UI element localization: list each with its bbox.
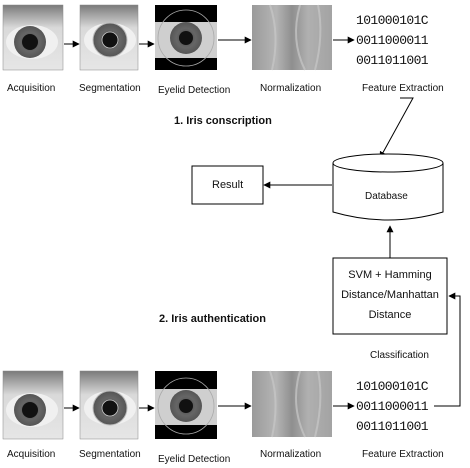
binary-line: 101000101C (356, 379, 429, 394)
database-cylinder: Database (333, 154, 443, 220)
segmentation-image-top (80, 5, 138, 70)
stage-label: Eyelid Detection (158, 454, 230, 465)
acquisition-image-top (3, 5, 63, 70)
eyelid-detection-image-top (155, 5, 217, 70)
binary-line: 0011011001 (356, 53, 429, 68)
stage-label: Normalization (260, 83, 321, 94)
stage-label: Segmentation (79, 83, 141, 94)
authentication-title: 2. Iris authentication (159, 313, 266, 325)
stage-label: Acquisition (7, 449, 55, 460)
stage-label: Feature Extraction (362, 83, 444, 94)
stage-label: Normalization (260, 449, 321, 460)
stage-label: Eyelid Detection (158, 85, 230, 96)
normalization-image-bottom (252, 371, 332, 437)
stage-label: Feature Extraction (362, 449, 444, 460)
normalization-image-top (252, 5, 332, 70)
classifier-line: Distance (369, 309, 412, 321)
classifier-box: SVM + Hamming Distance/Manhattan Distanc… (333, 258, 447, 334)
authentication-row: 101000101C 0011000011 0011011001 Acquisi… (3, 371, 444, 465)
eyelid-detection-image-bottom (155, 371, 217, 439)
binary-line: 0011011001 (356, 419, 429, 434)
result-box: Result (192, 166, 263, 204)
binary-line: 0011000011 (356, 33, 429, 48)
arrow-to-database (380, 98, 413, 158)
binary-line: 0011000011 (356, 399, 429, 414)
stage-label: Acquisition (7, 83, 55, 94)
result-label: Result (212, 179, 243, 191)
database-label: Database (365, 191, 408, 202)
segmentation-image-bottom (80, 371, 138, 439)
enrollment-row: 101000101C 0011000011 0011011001 Acquisi… (3, 5, 444, 127)
stage-label: Segmentation (79, 449, 141, 460)
acquisition-image-bottom (3, 371, 63, 439)
feature-code-bottom: 101000101C 0011000011 0011011001 (355, 371, 433, 437)
classifier-line: Distance/Manhattan (341, 289, 439, 301)
feature-code-top: 101000101C 0011000011 0011011001 (355, 5, 433, 70)
enrollment-title: 1. Iris conscription (174, 115, 272, 127)
classifier-line: SVM + Hamming (348, 269, 431, 281)
binary-line: 101000101C (356, 13, 429, 28)
classification-label: Classification (370, 350, 429, 361)
